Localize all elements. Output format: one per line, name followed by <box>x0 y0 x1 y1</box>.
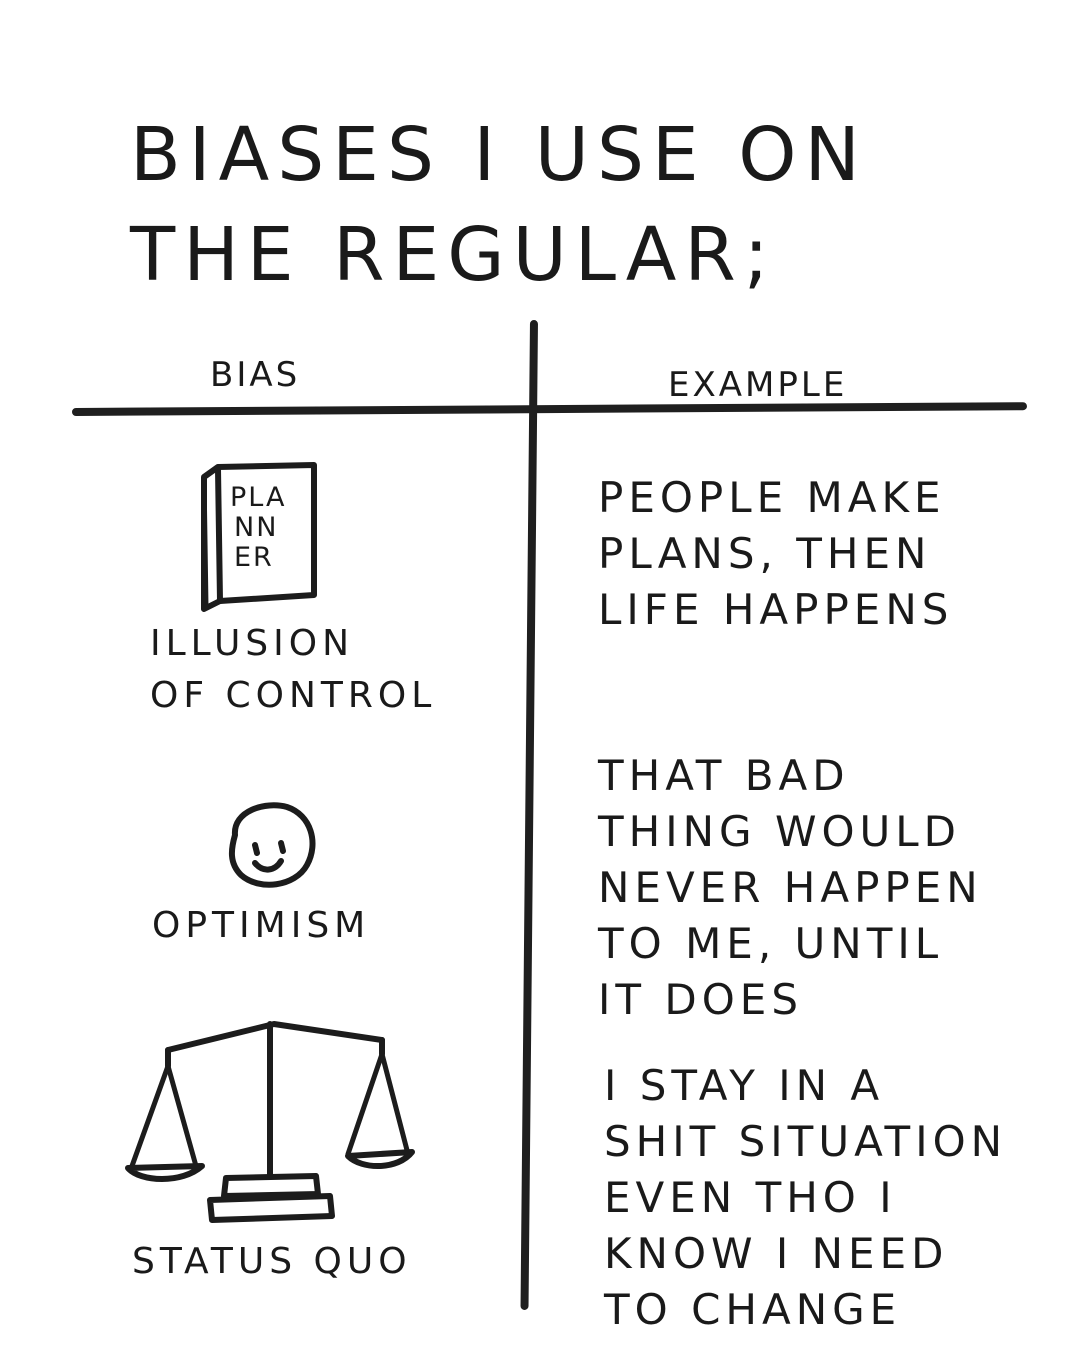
table-column-divider <box>520 319 538 1310</box>
smiley-face-icon <box>215 795 325 895</box>
example-optimism: THAT BAD THING WOULD NEVER HAPPEN TO ME,… <box>598 751 983 1024</box>
planner-book-icon: PLA NN ER <box>190 455 330 615</box>
example-illusion-of-control: PEOPLE MAKE PLANS, THEN LIFE HAPPENS <box>598 473 954 634</box>
column-header-bias: BIAS <box>210 355 301 395</box>
planner-label-line-3: ER <box>234 542 274 573</box>
table-header-divider <box>71 402 1028 416</box>
bias-name-status-quo: STATUS QUO <box>132 1241 412 1282</box>
page-title: BIASES I USE ON THE REGULAR; <box>130 112 868 298</box>
example-status-quo: I STAY IN A SHIT SITUATION EVEN THO I KN… <box>604 1061 1008 1334</box>
planner-label-line-1: PLA <box>230 482 287 513</box>
bias-name-illusion-of-control: ILLUSION OF CONTROL <box>150 623 437 716</box>
balance-scales-icon <box>120 1010 420 1235</box>
bias-name-optimism: OPTIMISM <box>152 905 371 946</box>
column-header-example: EXAMPLE <box>668 365 848 405</box>
planner-label-line-2: NN <box>234 512 279 543</box>
